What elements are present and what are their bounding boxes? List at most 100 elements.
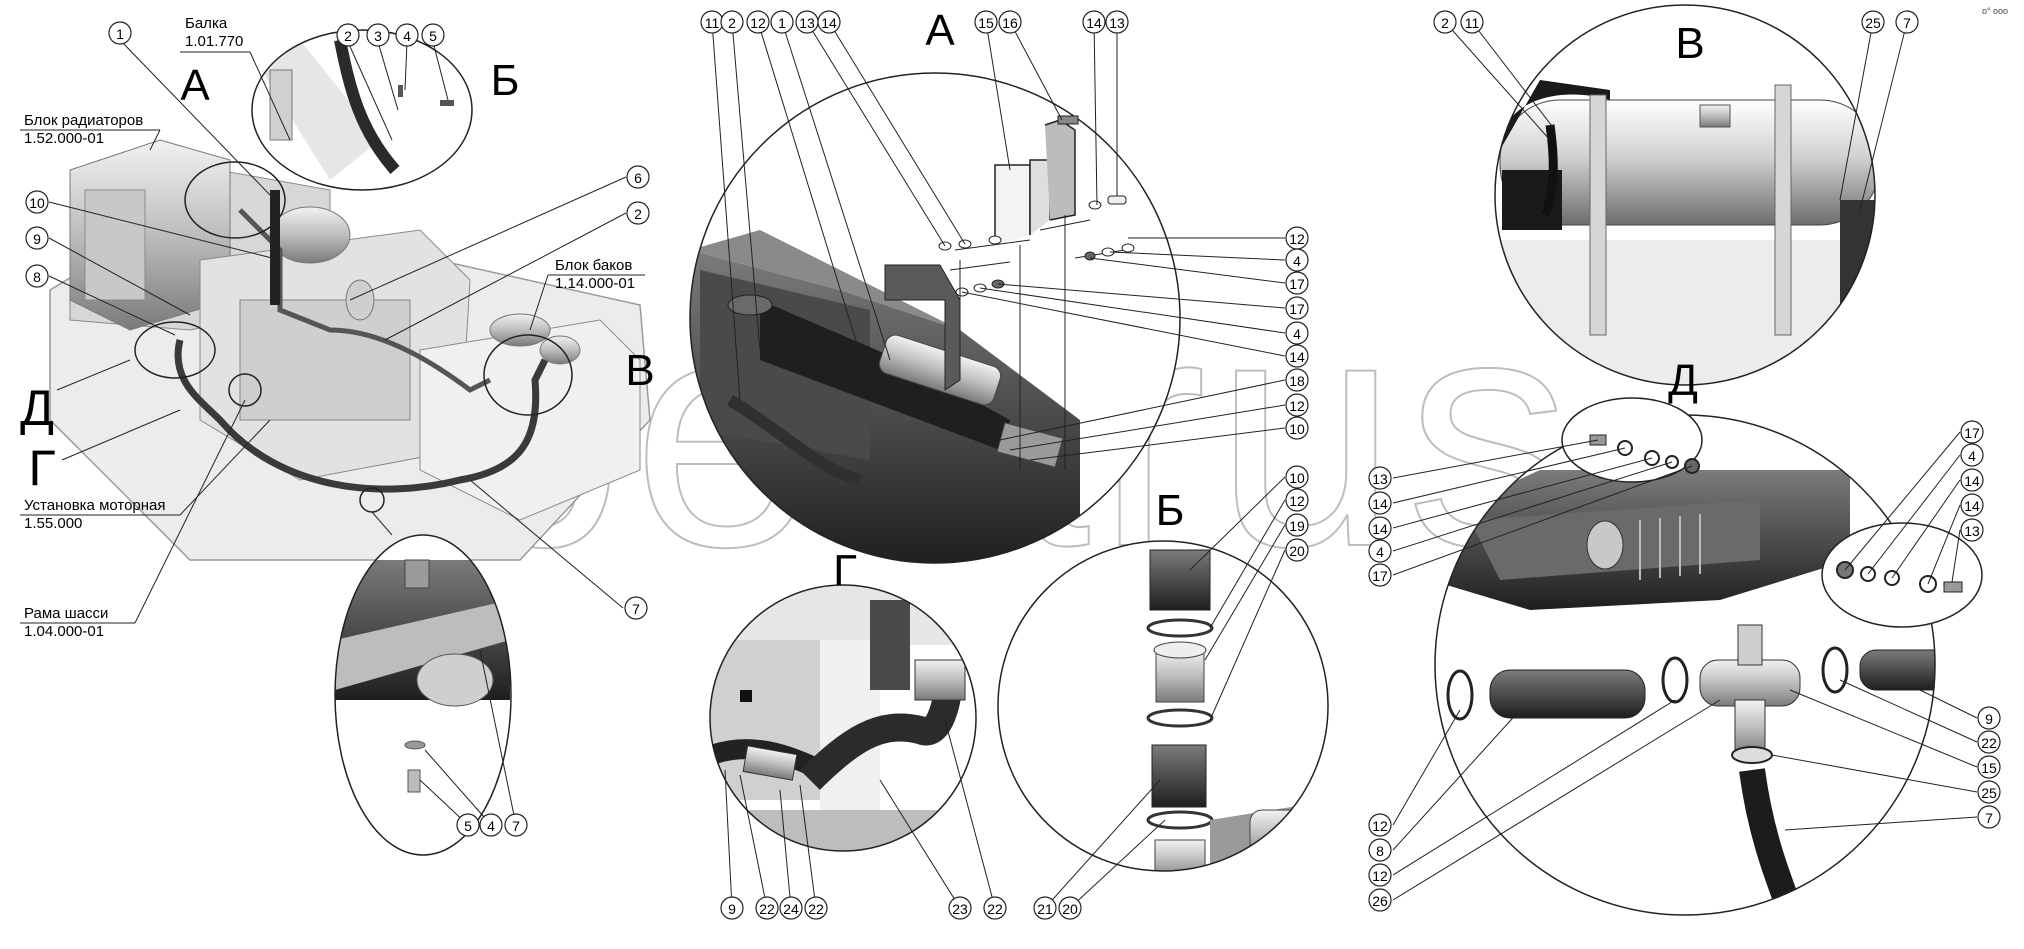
callout-circle <box>779 896 803 920</box>
callout-circle <box>1285 296 1309 320</box>
section-label-g: Г <box>28 440 55 496</box>
callout-v-2: 25 <box>1861 10 1885 34</box>
callout-number: 14 <box>1964 498 1980 514</box>
callout-circle <box>1960 420 1984 444</box>
callout-circle <box>1058 896 1082 920</box>
callout-main-10: 7 <box>624 596 648 620</box>
callout-circle <box>1960 468 1984 492</box>
callout-circle <box>1285 344 1309 368</box>
callout-d-12: 15 <box>1977 755 2001 779</box>
callout-a-10: 12 <box>1285 226 1309 250</box>
callout-number: 13 <box>1109 15 1125 31</box>
callout-number: 20 <box>1062 901 1078 917</box>
callout-a-11: 4 <box>1285 248 1309 272</box>
callout-circle <box>366 23 390 47</box>
callout-circle <box>1977 805 2001 829</box>
callout-circle <box>1960 518 1984 542</box>
callout-number: 13 <box>1372 471 1388 487</box>
callout-number: 4 <box>1376 544 1384 560</box>
callout-d-2: 14 <box>1368 516 1392 540</box>
callout-number: 19 <box>1289 518 1305 534</box>
detail-a: А <box>689 6 1181 564</box>
callout-a-12: 17 <box>1285 271 1309 295</box>
callout-number: 2 <box>634 206 642 222</box>
callout-main-8: 6 <box>626 165 650 189</box>
callout-number: 14 <box>1964 473 1980 489</box>
section-label-d: Д <box>20 380 54 436</box>
callout-number: 2 <box>728 15 736 31</box>
label-frame-name: Рама шасси <box>24 605 108 622</box>
callout-circle <box>624 596 648 620</box>
callout-circle <box>1977 706 2001 730</box>
callout-main-5: 10 <box>25 190 49 214</box>
label-balka-code: 1.01.770 <box>185 33 243 50</box>
callout-number: 9 <box>33 231 41 247</box>
callout-d-0: 13 <box>1368 466 1392 490</box>
callout-a-2: 12 <box>746 10 770 34</box>
callout-main-4: 5 <box>421 23 445 47</box>
callout-number: 11 <box>705 15 720 31</box>
callout-d-9: 13 <box>1960 518 1984 542</box>
callout-number: 20 <box>1289 543 1305 559</box>
corner-mark: o° ooo <box>1982 6 2008 16</box>
callout-number: 21 <box>1037 901 1053 917</box>
callout-b-5: 20 <box>1058 896 1082 920</box>
callout-d-18: 26 <box>1368 888 1392 912</box>
callout-number: 13 <box>1964 523 1980 539</box>
callout-circle <box>1105 10 1129 34</box>
callout-d-13: 25 <box>1977 780 2001 804</box>
callout-circle <box>817 10 841 34</box>
callout-number: 17 <box>1964 425 1980 441</box>
callout-circle <box>1285 513 1309 537</box>
callout-d-5: 17 <box>1960 420 1984 444</box>
callout-number: 4 <box>1293 253 1301 269</box>
callout-circle <box>1285 248 1309 272</box>
callout-number: 25 <box>1865 15 1881 31</box>
callout-d-17: 12 <box>1368 863 1392 887</box>
callout-number: 14 <box>1372 521 1388 537</box>
callout-g-1: 22 <box>755 896 779 920</box>
callout-number: 7 <box>632 601 640 617</box>
detail-v-title: В <box>1675 19 1704 68</box>
callout-number: 10 <box>29 195 45 211</box>
callout-circle <box>1960 493 1984 517</box>
callout-circle <box>1285 538 1309 562</box>
callout-g-2: 24 <box>779 896 803 920</box>
callout-circle <box>1368 491 1392 515</box>
callout-b-0: 10 <box>1285 465 1309 489</box>
callout-number: 4 <box>1293 326 1301 342</box>
callout-a-18: 10 <box>1285 416 1309 440</box>
callout-main-6: 9 <box>25 226 49 250</box>
callout-a-8: 14 <box>1082 10 1106 34</box>
callout-number: 14 <box>821 15 837 31</box>
callout-d-3: 4 <box>1368 539 1392 563</box>
callout-main-0: 1 <box>108 21 132 45</box>
callout-a-17: 12 <box>1285 393 1309 417</box>
callout-b-2: 19 <box>1285 513 1309 537</box>
callout-a-15: 14 <box>1285 344 1309 368</box>
callout-d-1: 14 <box>1368 491 1392 515</box>
callout-circle <box>804 896 828 920</box>
detail-d-title: Д <box>1668 356 1698 405</box>
label-frame-code: 1.04.000-01 <box>24 623 104 640</box>
callout-number: 12 <box>1289 398 1305 414</box>
callout-a-7: 16 <box>998 10 1022 34</box>
callout-circle <box>1368 516 1392 540</box>
callout-circle <box>1368 466 1392 490</box>
callout-number: 15 <box>1981 760 1997 776</box>
callout-circle <box>1285 488 1309 512</box>
callout-main-3: 4 <box>395 23 419 47</box>
callout-b-3: 20 <box>1285 538 1309 562</box>
callout-number: 11 <box>1465 15 1480 31</box>
callout-a-4: 13 <box>795 10 819 34</box>
detail-g-title: Г <box>833 546 857 595</box>
callout-circle <box>746 10 770 34</box>
callout-number: 18 <box>1289 373 1305 389</box>
callout-g-4: 23 <box>948 896 972 920</box>
callout-number: 14 <box>1372 496 1388 512</box>
label-engine-name: Установка моторная <box>24 497 166 514</box>
callout-number: 2 <box>1441 15 1449 31</box>
callout-number: 12 <box>1372 818 1388 834</box>
callout-circle <box>421 23 445 47</box>
